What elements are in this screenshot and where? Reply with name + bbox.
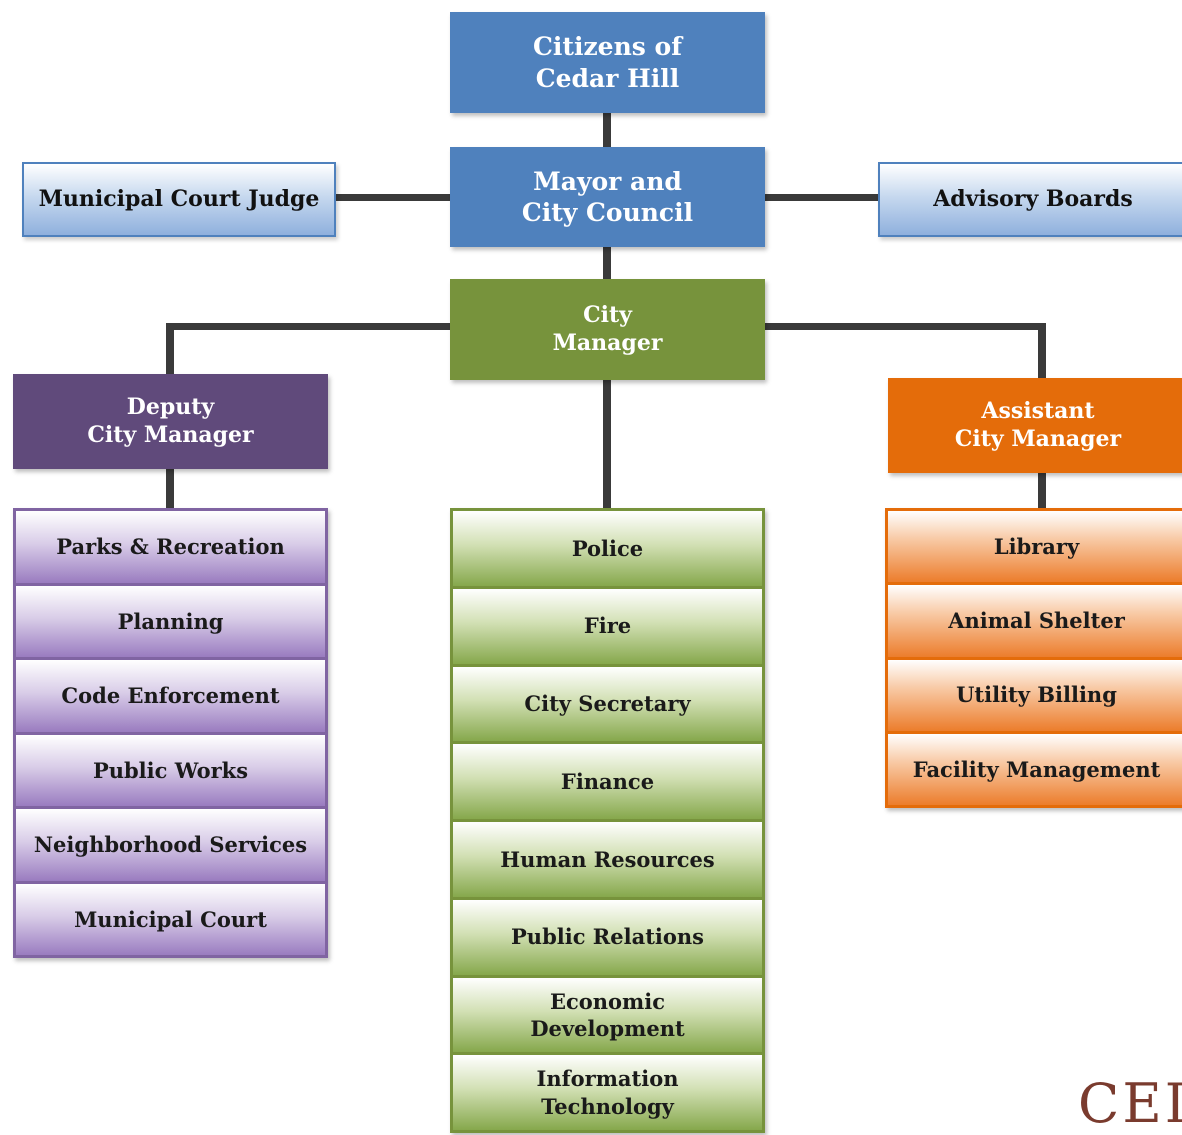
connector-manager-depts: [603, 378, 611, 512]
advisory-boards-box: Advisory Boards: [878, 162, 1182, 237]
dept-neighborhood-services: Neighborhood Services: [16, 809, 325, 884]
assistant-city-manager-box: Assistant City Manager: [888, 378, 1182, 473]
dept-human-resources: Human Resources: [453, 822, 762, 900]
dept-facility-management: Facility Management: [888, 733, 1182, 805]
assistant-departments-list: Library Animal Shelter Utility Billing F…: [885, 508, 1182, 808]
connector-assistant-depts: [1038, 472, 1046, 510]
dept-finance: Finance: [453, 744, 762, 822]
city-manager-box: City Manager: [450, 279, 765, 380]
dept-information-technology: Information Technology: [453, 1055, 762, 1130]
connector-manager-right-h: [764, 323, 1046, 330]
dept-utility-billing: Utility Billing: [888, 659, 1182, 734]
cedar-hill-logo-text: CEI: [1078, 1072, 1182, 1135]
connector-manager-right-v: [1038, 323, 1046, 380]
dept-economic-development: Economic Development: [453, 977, 762, 1056]
connector-judge-council: [335, 194, 451, 201]
connector-deputy-depts: [166, 468, 174, 510]
manager-departments-list: Police Fire City Secretary Finance Human…: [450, 508, 765, 1133]
dept-planning: Planning: [16, 585, 325, 660]
dept-public-works: Public Works: [16, 734, 325, 809]
citizens-box: Citizens of Cedar Hill: [450, 12, 765, 113]
connector-council-manager: [603, 246, 611, 280]
dept-public-relations: Public Relations: [453, 899, 762, 978]
municipal-court-judge-box: Municipal Court Judge: [22, 162, 336, 237]
dept-animal-shelter: Animal Shelter: [888, 585, 1182, 660]
deputy-departments-list: Parks & Recreation Planning Code Enforce…: [13, 508, 328, 958]
dept-code-enforcement: Code Enforcement: [16, 660, 325, 735]
dept-library: Library: [888, 511, 1182, 586]
dept-fire: Fire: [453, 588, 762, 667]
connector-manager-left-h: [166, 323, 452, 330]
mayor-council-box: Mayor and City Council: [450, 147, 765, 247]
connector-citizens-council: [603, 112, 611, 148]
deputy-city-manager-box: Deputy City Manager: [13, 374, 328, 469]
dept-city-secretary: City Secretary: [453, 666, 762, 745]
dept-municipal-court: Municipal Court: [16, 883, 325, 955]
dept-parks-recreation: Parks & Recreation: [16, 511, 325, 586]
dept-police: Police: [453, 511, 762, 589]
connector-council-advisory: [764, 194, 880, 201]
connector-manager-left-v: [166, 323, 174, 375]
